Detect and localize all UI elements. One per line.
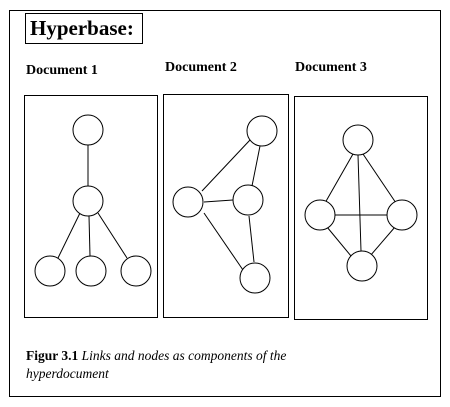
document-2-label: Document 2 [165,60,237,75]
figure-frame [9,10,441,397]
document-3-label: Document 3 [295,60,367,75]
link [88,215,91,257]
link [203,212,244,271]
link [369,226,396,257]
link [326,226,352,257]
node [75,255,107,287]
document-1-panel [24,95,158,318]
figure-number: Figur 3.1 [26,348,79,363]
link [57,212,81,259]
node [172,186,204,218]
node [304,199,336,231]
link [357,154,362,252]
document-2-panel [163,94,289,318]
figure-caption: Figur 3.1 Links and nodes as components … [26,347,366,383]
node [120,255,152,287]
document-3-panel [294,96,428,320]
link [97,212,128,259]
node [232,184,264,216]
link [203,199,234,203]
link [362,153,397,204]
link [201,139,251,192]
figure-caption-text: Links and nodes as components of the hyp… [26,348,287,381]
link [251,145,261,187]
document-1-box [24,95,158,318]
document-3-box [294,96,428,320]
document-2-box [163,94,289,318]
node [342,124,374,156]
node [386,199,418,231]
link [248,215,255,263]
node [72,114,104,146]
hyperbase-title: Hyperbase: [25,13,143,44]
node [246,115,278,147]
link [324,153,354,204]
document-1-label: Document 1 [26,63,98,78]
node [239,262,271,294]
node [72,185,104,217]
node [34,255,66,287]
node [346,250,378,282]
